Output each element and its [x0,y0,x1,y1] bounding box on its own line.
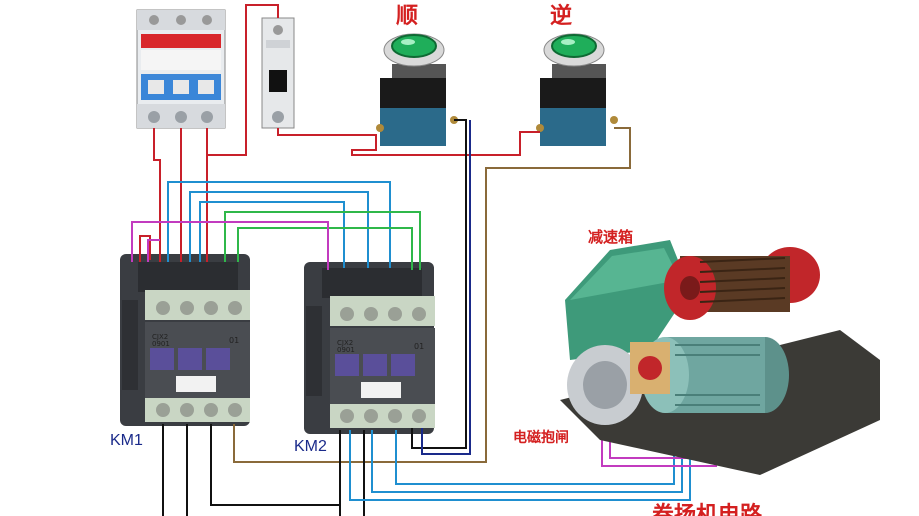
km2-label: KM2 [294,438,327,455]
wire-navy-return [421,120,471,455]
three-pole-circuit-breaker [136,9,226,129]
reverse-push-button [536,33,618,146]
km2-model-line1: CJX2 [337,339,353,347]
wire-green-1 [224,211,421,270]
single-pole-circuit-breaker [261,17,295,129]
wire-black-forward [411,119,467,449]
forward-label: 顺 [396,3,419,29]
km1-label: KM1 [110,432,143,449]
wire-green-2 [237,227,413,270]
wire-blue-2 [189,191,369,268]
bottom-caption: 卷扬机电路 [652,502,763,516]
winch-assembly [560,240,880,475]
forward-push-button [376,33,458,146]
km1-model-line1: CJX2 [152,333,168,341]
wire-magenta-short [147,239,160,262]
wire-blue-motor-1 [349,420,691,501]
wire-blue-3 [199,201,345,268]
wire-red-to-buttons [277,128,540,156]
contactor-km1 [120,254,250,426]
wiring [131,4,717,516]
contactor-km2 [304,262,435,434]
wire-magenta-interlock [131,221,329,270]
km2-model-line2: 0901 [337,346,355,354]
brake-label: 电磁抱闸 [513,430,569,446]
wire-red-km1-loop [139,235,151,262]
wire-red-supply [153,128,161,262]
km1-model-line2: 0901 [152,340,170,348]
km1-aux-label: 01 [229,336,239,345]
gearbox-label: 减速箱 [588,228,634,246]
wire-red-control [206,4,279,156]
reverse-label: 逆 [550,3,573,29]
wire-brown-reverse [233,127,631,463]
km2-aux-label: 01 [414,342,424,351]
